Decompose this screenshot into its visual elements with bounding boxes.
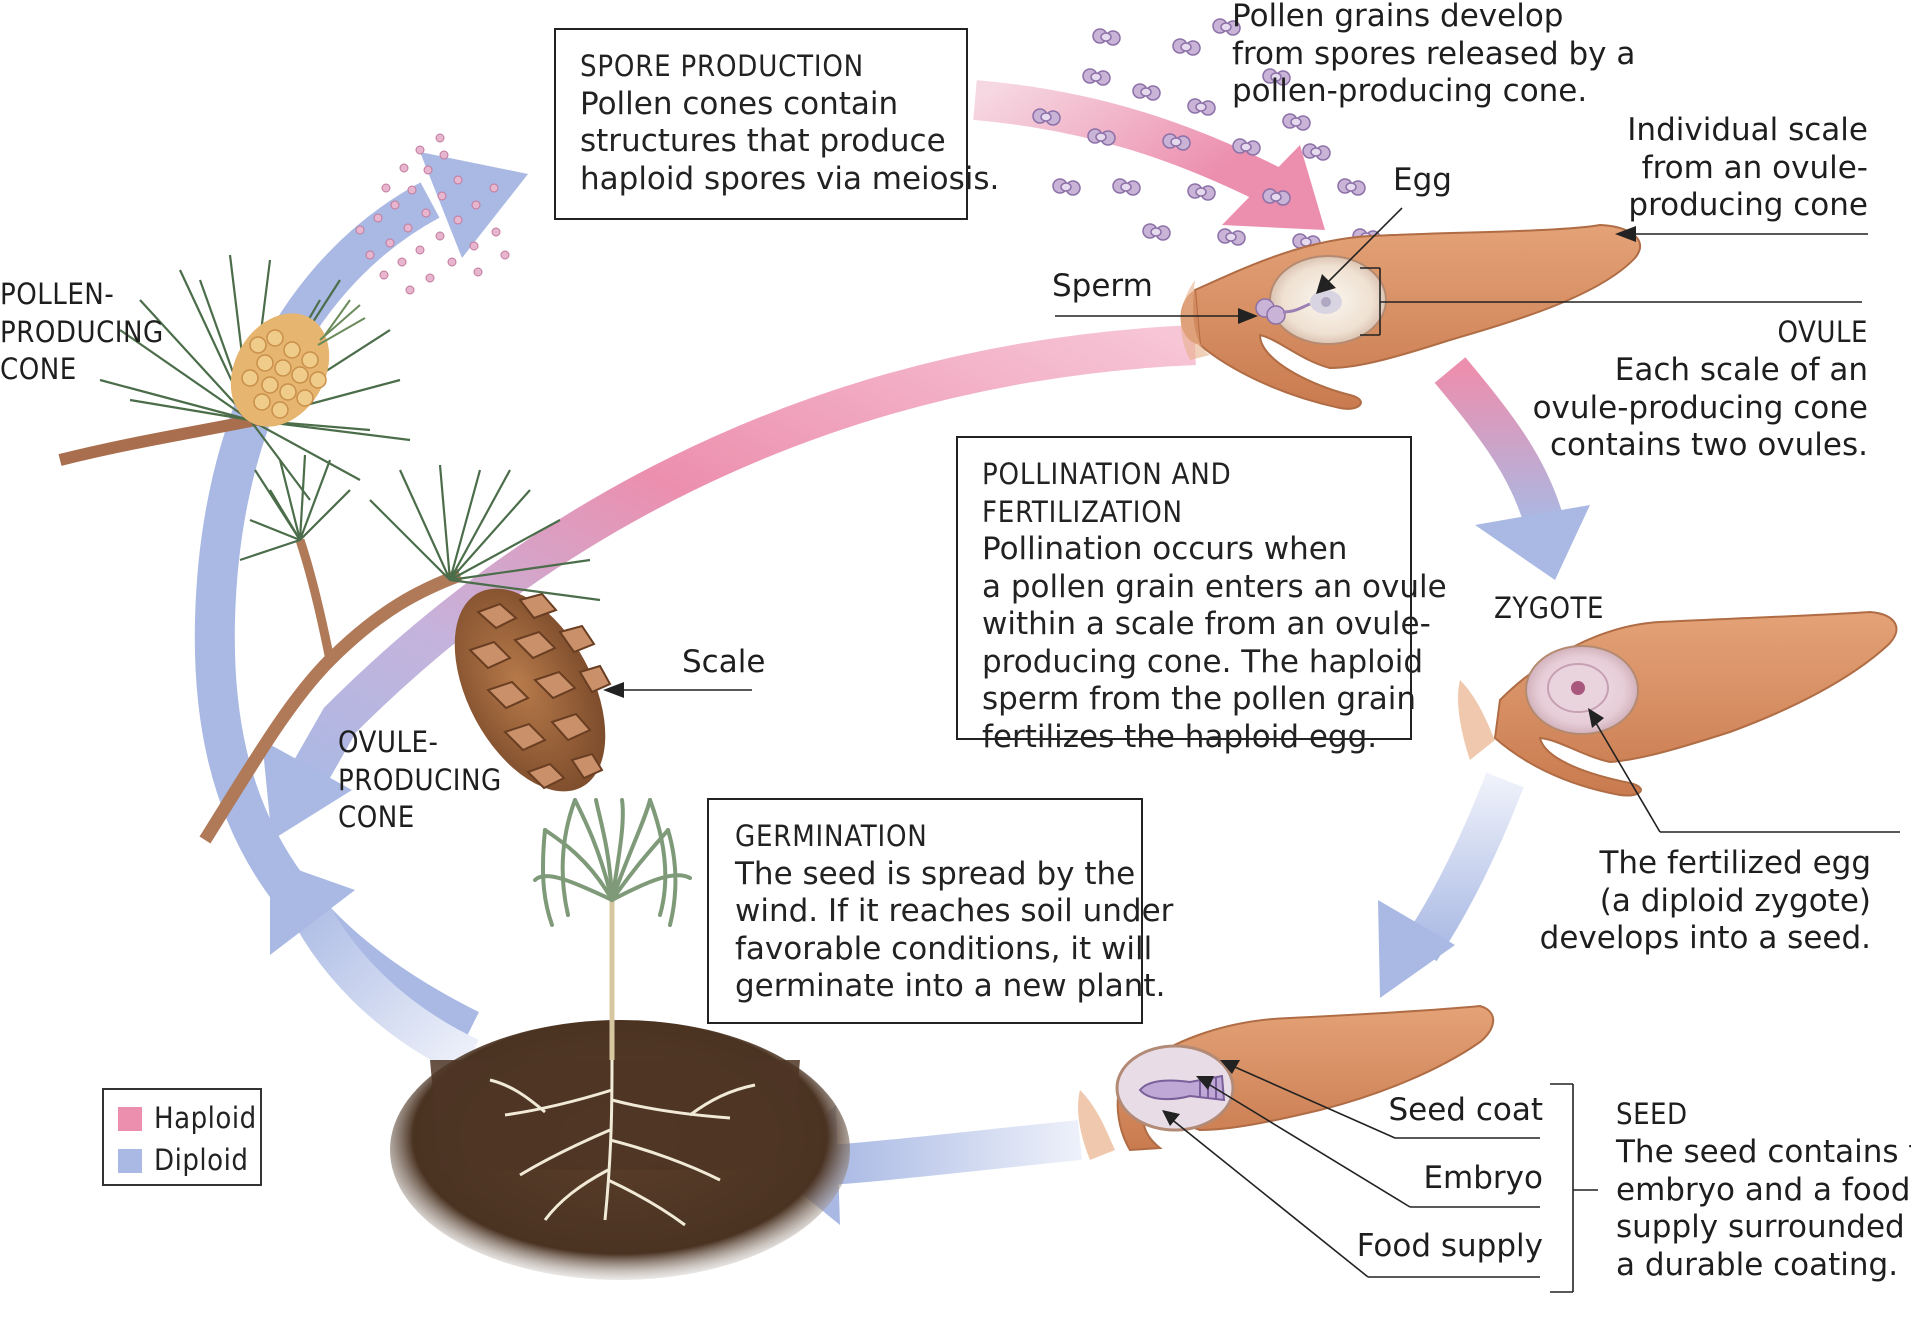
pollination-fertilization-box: POLLINATION AND FERTILIZATION Pollinatio… [956, 436, 1447, 755]
germination-text: The seed is spread by the wind. If it re… [735, 855, 1174, 1005]
legend-diploid-label: Diploid [154, 1143, 249, 1177]
embryo-label: Embryo [1423, 1160, 1543, 1196]
zygote-scale [1458, 610, 1898, 797]
pollen-arrow [973, 80, 1325, 230]
ovule-cone-branch [199, 454, 612, 844]
ovule-cone-label: OVULE- PRODUCING CONE [338, 725, 502, 834]
pollen-cone-label: POLLEN- PRODUCING CONE [0, 277, 164, 386]
seed-title: SEED [1616, 1097, 1688, 1131]
ovule-scale [1180, 223, 1642, 410]
pollination-fertilization-title: POLLINATION AND FERTILIZATION [982, 457, 1232, 529]
pollen-grains-label: Pollen grains develop from spores releas… [1232, 0, 1636, 109]
seed-scale [1078, 1004, 1495, 1160]
spore-production-title: SPORE PRODUCTION [580, 49, 864, 83]
fertilized-egg-label: The fertilized egg (a diploid zygote) de… [1539, 845, 1871, 956]
pollination-fertilization-text: Pollination occurs when a pollen grain e… [982, 531, 1447, 755]
pollen-grains [1032, 18, 1381, 251]
zygote-label: ZYGOTE [1494, 591, 1604, 625]
seed-description: The seed contains the embryo and a food … [1616, 1134, 1911, 1283]
egg-label: Egg [1393, 162, 1452, 198]
pollen-cone-branch [58, 254, 411, 501]
diploid-swatch [118, 1149, 142, 1173]
germination-box: GERMINATION The seed is spread by the wi… [707, 798, 1174, 1024]
germination-title: GERMINATION [735, 819, 928, 853]
spore-production-box: SPORE PRODUCTION Pollen cones contain st… [554, 28, 1000, 220]
seed-coat-label: Seed coat [1388, 1092, 1543, 1128]
food-supply-label: Food supply [1356, 1228, 1543, 1264]
spore-production-text: Pollen cones contain structures that pro… [580, 85, 1000, 197]
germination-arrow [270, 860, 479, 1077]
leader-lines [612, 207, 1900, 1293]
spore-cloud [355, 133, 510, 295]
individual-scale-label: Individual scale from an ovule- producin… [1627, 112, 1868, 223]
legend-item-haploid: Haploid [118, 1100, 257, 1136]
legend-haploid-label: Haploid [154, 1101, 257, 1135]
ovule-title: OVULE [1777, 315, 1868, 349]
ovule-description: Each scale of an ovule-producing cone co… [1532, 352, 1868, 463]
zygote-to-seed-arrow [1378, 772, 1524, 998]
haploid-swatch [118, 1107, 142, 1131]
fertilization-arrow [1434, 357, 1590, 580]
leader-arrowheads [603, 226, 1636, 1126]
legend: Haploid Diploid [102, 1088, 262, 1186]
inner-arrow [262, 325, 1196, 840]
legend-item-diploid: Diploid [118, 1142, 248, 1178]
scale-label: Scale [682, 644, 766, 680]
sperm-label: Sperm [1052, 268, 1153, 304]
ovule-cone [454, 588, 612, 792]
seedling [390, 798, 850, 1280]
